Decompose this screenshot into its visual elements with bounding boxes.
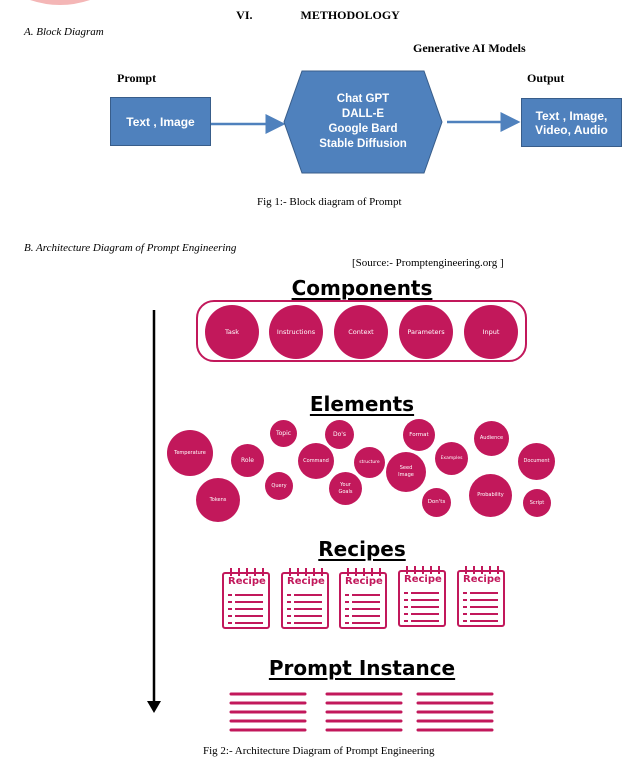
output-box: Text , Image, Video, Audio [521, 98, 622, 147]
input-box: Text , Image [110, 97, 211, 146]
recipe-card: Recipe [221, 567, 271, 630]
model-item: Stable Diffusion [319, 138, 407, 150]
elements-title: Elements [309, 392, 415, 416]
prompt-instance-title: Prompt Instance [268, 656, 456, 680]
element-audience: Audience [474, 421, 509, 456]
model-item: Chat GPT [336, 93, 390, 105]
element-query: Query [265, 472, 293, 500]
prompt-instance-lines [229, 692, 494, 732]
flow-arrow [147, 310, 161, 713]
component-parameters: Parameters [399, 305, 453, 359]
recipe-card-label: Recipe [404, 574, 442, 585]
recipe-card: Recipe [456, 565, 506, 628]
element-format: Format [403, 419, 435, 451]
prompt-label: Prompt [117, 71, 157, 85]
section-number: VI. [236, 8, 253, 22]
element-script: Script [523, 489, 551, 517]
output-box-line: Video, Audio [535, 122, 608, 137]
fig1-caption: Fig 1:- Block diagram of Prompt [257, 196, 402, 208]
output-box-line: Text , Image, [535, 108, 608, 123]
recipe-card-label: Recipe [228, 576, 266, 587]
model-item: Google Bard [328, 123, 398, 135]
element-dos: Do's [325, 420, 354, 449]
fig2-caption: Fig 2:- Architecture Diagram of Prompt E… [203, 745, 435, 757]
models-list: Chat GPT DALL-E Google Bard Stable Diffu… [300, 92, 426, 152]
element-command: Command [298, 443, 334, 479]
output-label: Output [527, 71, 565, 85]
models-label: Generative AI Models [413, 41, 526, 55]
subsection-a-heading: A. Block Diagram [24, 26, 104, 38]
recipes-title: Recipes [318, 537, 406, 561]
element-document: Document [518, 443, 555, 480]
element-role: Role [231, 444, 264, 477]
recipe-card-label: Recipe [287, 576, 325, 587]
recipe-card-label: Recipe [463, 574, 501, 585]
element-examples: Examples [435, 442, 468, 475]
element-topic: Topic [270, 420, 297, 447]
component-instructions: Instructions [269, 305, 323, 359]
section-title: METHODOLOGY [300, 8, 400, 22]
models-hexagon [283, 70, 443, 174]
component-context: Context [334, 305, 388, 359]
element-probability: Probability [469, 474, 512, 517]
recipe-card-label: Recipe [345, 576, 383, 587]
source-note: [Source:- Promptengineering.org ] [352, 257, 504, 269]
subsection-b-heading: B. Architecture Diagram of Prompt Engine… [24, 242, 237, 254]
element-tokens: Tokens [196, 478, 240, 522]
component-input: Input [464, 305, 518, 359]
components-panel [196, 300, 527, 362]
component-task: Task [205, 305, 259, 359]
recipe-card: Recipe [397, 565, 447, 628]
recipe-card: Recipe [338, 567, 388, 630]
element-your-goals: Your Goals [329, 472, 362, 505]
element-structure: structure [354, 447, 385, 478]
model-item: DALL-E [341, 108, 385, 120]
components-title: Components [291, 276, 433, 300]
recipe-card: Recipe [280, 567, 330, 630]
diagram-arrows [211, 70, 521, 174]
element-temperature: Temperature [167, 430, 213, 476]
section-heading: VI. METHODOLOGY [0, 8, 636, 23]
input-box-label: Text , Image [126, 114, 195, 129]
element-seed-image: Seed Image [386, 452, 426, 492]
element-donts: Don'ts [422, 488, 451, 517]
corner-decoration [30, 0, 90, 5]
